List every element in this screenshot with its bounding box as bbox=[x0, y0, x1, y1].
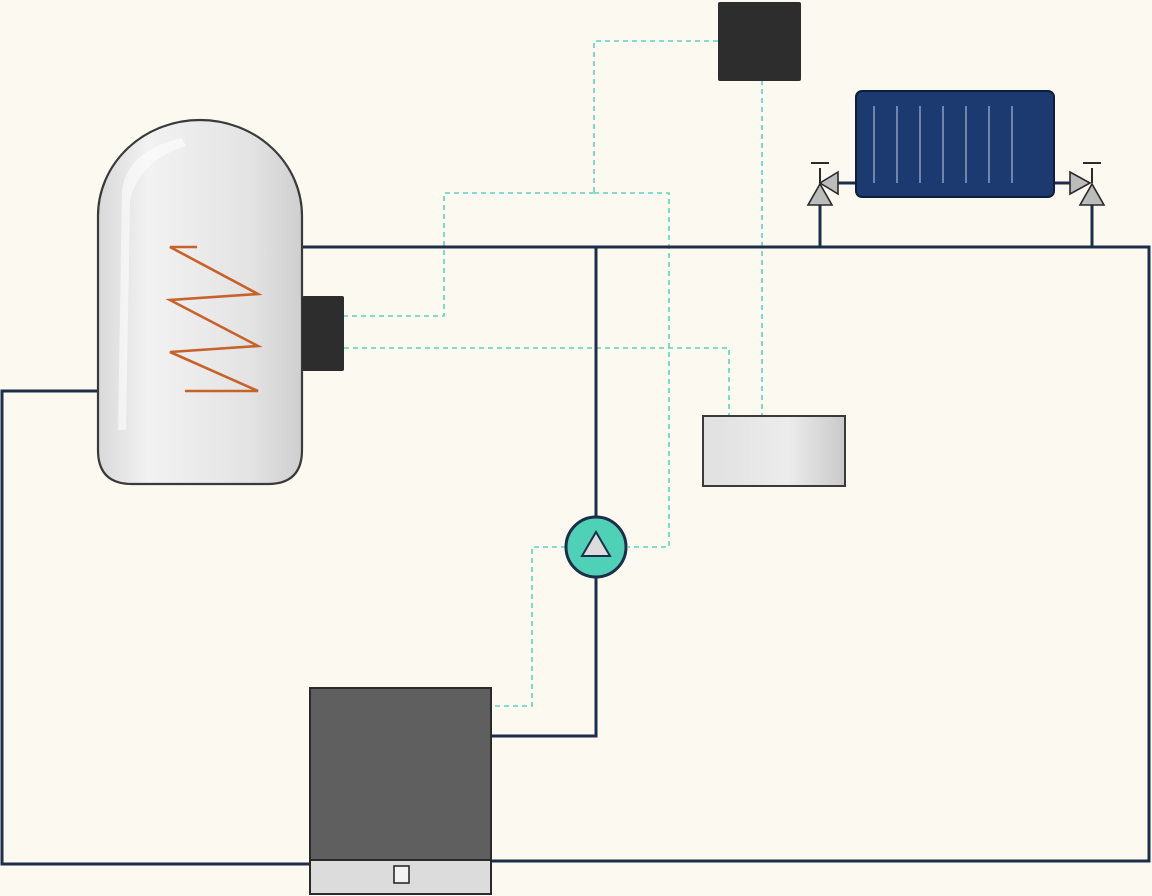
boiler bbox=[309, 687, 492, 895]
wire-sensor-controller bbox=[344, 347, 730, 424]
pipe-pump-to-boiler bbox=[491, 578, 598, 738]
controller-box bbox=[702, 415, 846, 487]
valve-triangle-left bbox=[806, 182, 834, 206]
heating-coil bbox=[165, 245, 263, 393]
valve-triangle-right bbox=[818, 170, 839, 196]
radiator bbox=[855, 90, 1055, 198]
boiler-indicator-icon bbox=[393, 865, 410, 884]
hot-water-cylinder bbox=[96, 118, 304, 486]
radiator-fins bbox=[873, 106, 1013, 183]
valve-triangle-bottom bbox=[1078, 182, 1106, 206]
radiator-valve-right bbox=[1069, 162, 1106, 206]
valve-triangle-left bbox=[1069, 170, 1092, 196]
pipe-return-left bbox=[0, 389, 310, 866]
pump-arrow bbox=[580, 530, 612, 557]
pipe-flow-main bbox=[197, 245, 1151, 863]
radiator-body bbox=[855, 90, 1055, 198]
boiler-body bbox=[309, 687, 492, 861]
cylinder-body bbox=[96, 118, 304, 486]
wire-junction-pump bbox=[594, 192, 670, 548]
cylinder-sensor bbox=[302, 296, 344, 371]
control-wiring bbox=[344, 40, 763, 707]
wire-thermostat-left bbox=[593, 40, 718, 193]
cylinder-highlight bbox=[118, 138, 186, 430]
room-thermostat bbox=[718, 2, 801, 81]
wire-junction-cylinder-sensor bbox=[344, 192, 594, 317]
radiator-valve-left bbox=[806, 162, 839, 206]
circulation-pump bbox=[564, 515, 628, 579]
wire-pump-boiler bbox=[491, 546, 566, 707]
water-pipes bbox=[0, 181, 1151, 866]
